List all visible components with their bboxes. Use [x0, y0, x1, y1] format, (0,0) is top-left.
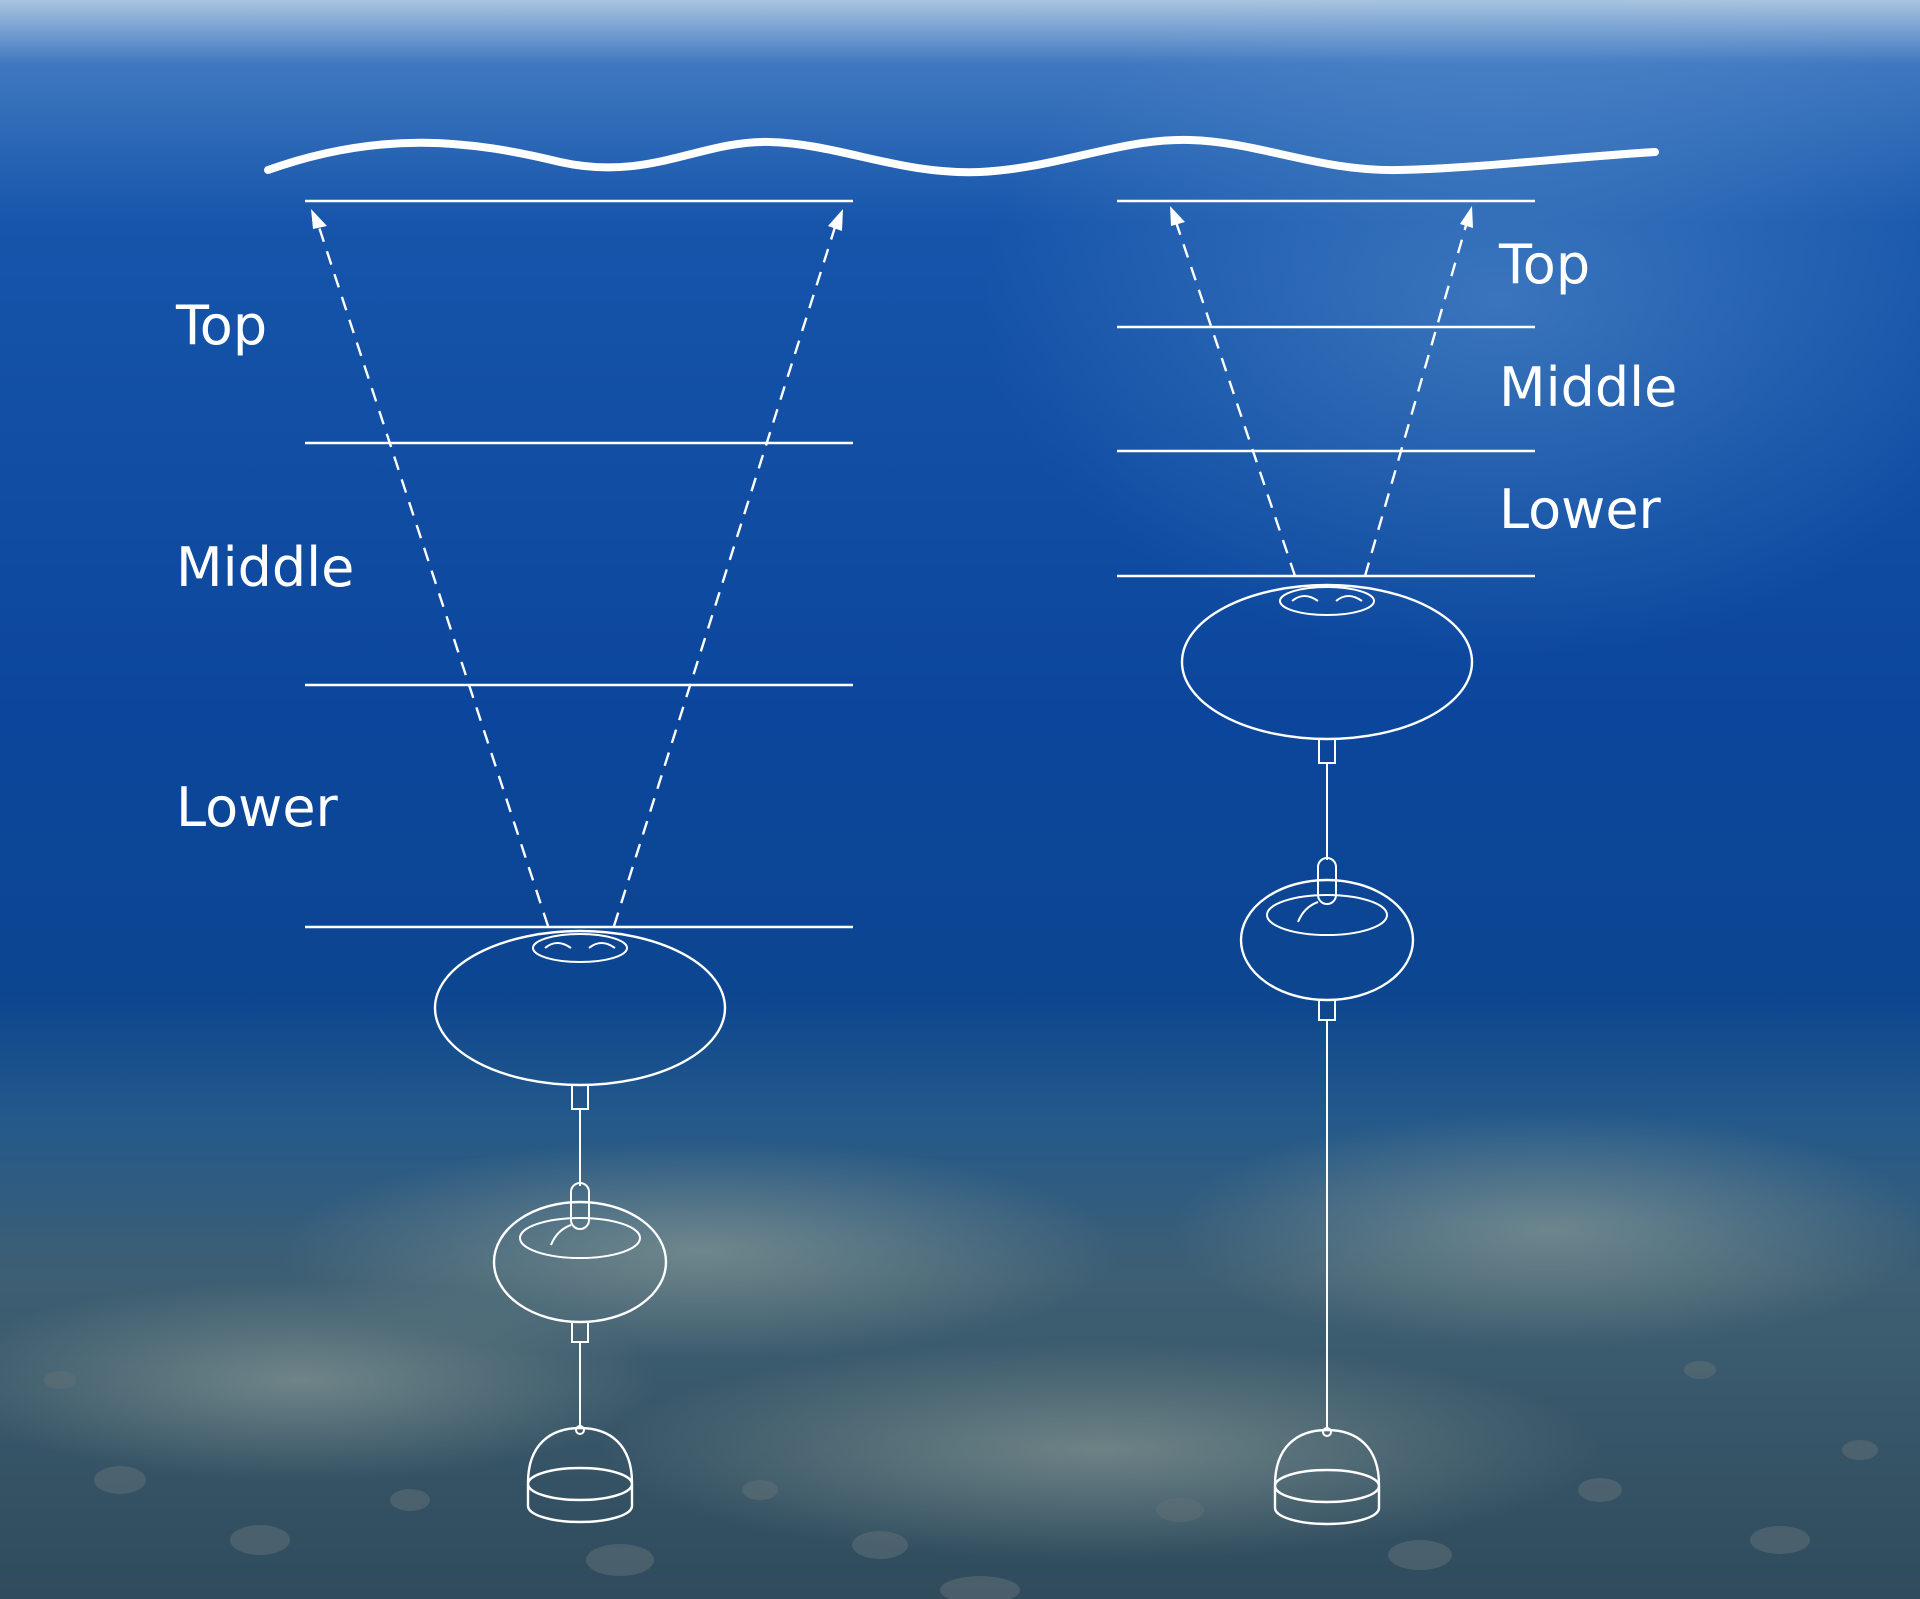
seabed-pebbles [44, 1361, 1878, 1599]
right-acoustic-beam [1363, 206, 1473, 577]
anchor-weight-icon [1273, 1427, 1381, 1526]
right-mooring-diagram: Top Middle Lower [1117, 199, 1677, 1526]
acoustic-release-float-icon [1239, 857, 1415, 1021]
water-surface-wave-icon [264, 135, 1659, 177]
right-zone-label-top: Top [1498, 233, 1590, 296]
left-zone-label-top: Top [175, 294, 267, 357]
left-acoustic-beam [311, 209, 550, 927]
left-acoustic-beam [612, 209, 843, 927]
acoustic-release-float-icon [492, 1182, 668, 1343]
current-profiler-buoy-icon [433, 929, 727, 1115]
left-mooring-diagram: Top Middle Lower [175, 199, 853, 1524]
right-zone-label-middle: Middle [1499, 356, 1677, 419]
left-zone-label-middle: Middle [176, 536, 354, 599]
right-acoustic-beam [1170, 206, 1297, 577]
right-zone-label-lower: Lower [1499, 478, 1662, 541]
left-zone-label-lower: Lower [176, 776, 339, 839]
anchor-weight-icon [526, 1425, 634, 1524]
